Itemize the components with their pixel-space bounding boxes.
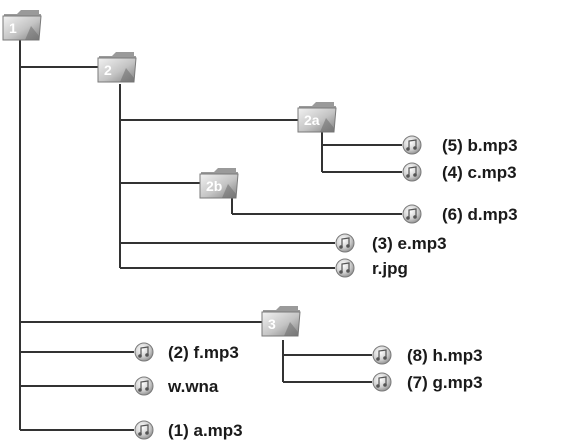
- file-entry[interactable]: (7) g.mp3: [372, 372, 483, 392]
- music-note-icon: [335, 233, 355, 253]
- folder-number-label: 2b: [206, 178, 222, 194]
- folder-icon[interactable]: 3: [261, 306, 301, 337]
- file-entry[interactable]: (6) d.mp3: [402, 204, 518, 224]
- music-note-icon: [134, 420, 154, 440]
- file-entry[interactable]: (4) c.mp3: [402, 162, 517, 182]
- folder-number-label: 1: [9, 20, 17, 36]
- folder-icon[interactable]: 2b: [199, 168, 239, 199]
- file-name-label: (8) h.mp3: [407, 346, 483, 365]
- file-entry[interactable]: r.jpg: [335, 258, 408, 278]
- file-entry[interactable]: w.wna: [134, 376, 219, 396]
- folder-icon[interactable]: 2a: [297, 102, 337, 133]
- file-entry[interactable]: (5) b.mp3: [402, 135, 518, 155]
- folder-number-label: 2a: [304, 112, 320, 128]
- folder-icon[interactable]: 1: [2, 10, 42, 41]
- file-name-label: (4) c.mp3: [442, 163, 517, 182]
- unsupported-file-icon: [134, 376, 154, 396]
- file-name-label: (6) d.mp3: [442, 205, 518, 224]
- folder-icon[interactable]: 2: [97, 52, 137, 83]
- file-name-label: (3) e.mp3: [372, 234, 447, 253]
- folder-number-label: 3: [268, 316, 276, 332]
- unsupported-file-icon: [335, 258, 355, 278]
- file-entry[interactable]: (8) h.mp3: [372, 345, 483, 365]
- music-note-icon: [372, 345, 392, 365]
- file-entry[interactable]: (2) f.mp3: [134, 342, 239, 362]
- tree-connector-lines: [19, 40, 402, 431]
- file-name-label: w.wna: [167, 377, 219, 396]
- file-entry[interactable]: (1) a.mp3: [134, 420, 243, 440]
- file-name-label: r.jpg: [372, 259, 408, 278]
- file-name-label: (2) f.mp3: [168, 343, 239, 362]
- music-note-icon: [402, 162, 422, 182]
- music-note-icon: [402, 204, 422, 224]
- folder-number-label: 2: [104, 62, 112, 78]
- file-name-label: (7) g.mp3: [407, 373, 483, 392]
- music-note-icon: [402, 135, 422, 155]
- file-name-label: (5) b.mp3: [442, 136, 518, 155]
- music-note-icon: [134, 342, 154, 362]
- file-name-label: (1) a.mp3: [168, 421, 243, 440]
- file-entry[interactable]: (3) e.mp3: [335, 233, 447, 253]
- music-note-icon: [372, 372, 392, 392]
